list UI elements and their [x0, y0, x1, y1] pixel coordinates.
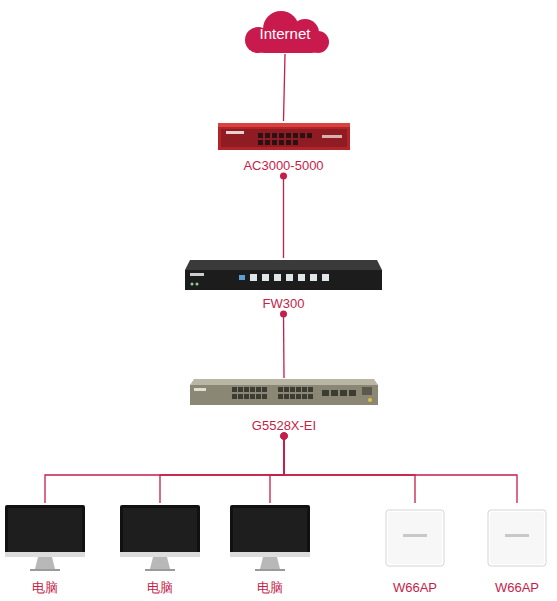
cloud-label: Internet: [238, 25, 332, 42]
connector-dot: [281, 433, 288, 440]
connector-dot: [280, 311, 287, 318]
connector: [270, 433, 288, 504]
access-point-illustration: [386, 510, 444, 566]
device-label: 电脑: [115, 580, 205, 595]
connector: [284, 54, 286, 121]
connector: [281, 433, 416, 504]
connector-dot: [281, 433, 288, 440]
connector-line: [270, 433, 284, 503]
device-label: G5528X-EI: [185, 418, 383, 433]
switch-illustration: [190, 379, 378, 405]
connector: [160, 433, 288, 504]
connector: [280, 311, 287, 379]
connector-dot: [280, 173, 287, 180]
connector-line: [283, 311, 285, 378]
router-illustration: [218, 123, 350, 150]
cloud-node: Internet: [238, 10, 332, 54]
device-node: W66AP: [375, 503, 455, 595]
connector-line: [284, 54, 286, 121]
device-node: AC3000-5000: [200, 121, 367, 173]
device-node: 电脑: [115, 503, 205, 595]
connector: [281, 433, 518, 504]
connector-dot: [281, 433, 288, 440]
firewall-illustration: [185, 260, 382, 290]
computer-illustration: [5, 505, 85, 571]
connector: [280, 173, 287, 259]
connector-line: [284, 433, 517, 503]
connector-line: [284, 433, 415, 503]
access-point-illustration: [488, 510, 546, 566]
device-node: 电脑: [225, 503, 315, 595]
device-label: AC3000-5000: [200, 158, 367, 173]
device-node: 电脑: [0, 503, 90, 595]
connector: [45, 433, 288, 504]
computer-illustration: [230, 505, 310, 571]
connector-line: [45, 433, 284, 503]
device-node: G5528X-EI: [185, 378, 383, 433]
device-label: W66AP: [477, 580, 557, 595]
connector-dot: [281, 433, 288, 440]
connector-line: [160, 433, 284, 503]
device-label: FW300: [180, 296, 387, 311]
computer-illustration: [120, 505, 200, 571]
connector-dot: [281, 433, 288, 440]
device-node: FW300: [180, 258, 387, 311]
device-node: W66AP: [477, 503, 557, 595]
device-label: 电脑: [225, 580, 315, 595]
device-label: 电脑: [0, 580, 90, 595]
device-label: W66AP: [375, 580, 455, 595]
connector-line: [283, 173, 284, 258]
